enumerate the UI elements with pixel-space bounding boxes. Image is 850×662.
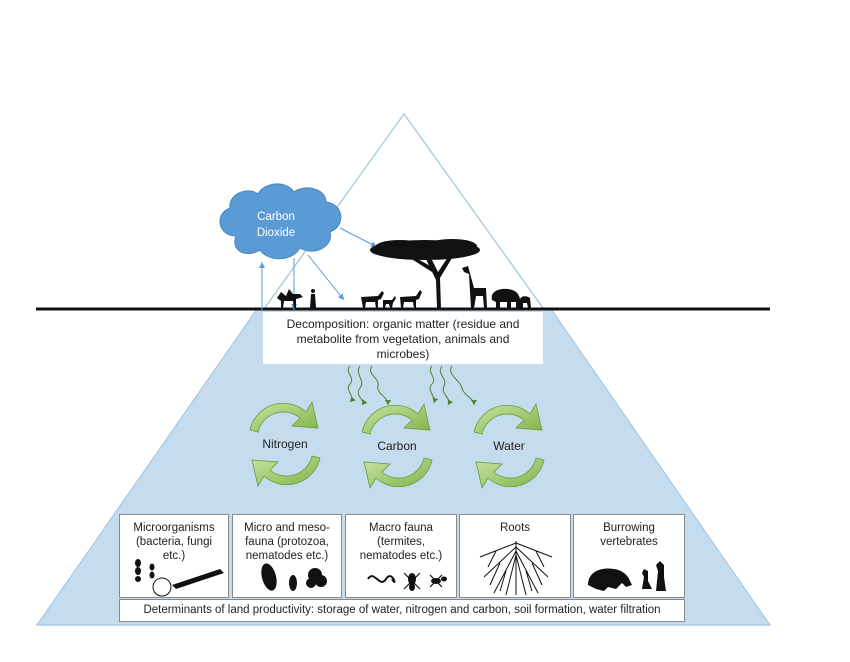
macrofauna-box: Macro fauna (termites, nematodes etc.) [345,514,457,598]
bacteria-fungi-icon [135,559,224,597]
cloud-label-line2: Dioxide [256,227,296,239]
tree-icon [370,239,480,308]
micro-mesofauna-line2: fauna (protozoa, [245,536,329,548]
roots-icon [479,541,553,596]
roots-box: Roots [459,514,571,598]
microorganisms-label: Microorganisms (bacteria, fungi etc.) [124,521,224,563]
cloud-label: Carbon Dioxide [236,209,316,241]
nitrogen-cycle-label: Nitrogen [262,437,308,451]
microorganisms-line2: (bacteria, fungi [135,536,213,548]
macrofauna-line1: Macro fauna [369,522,433,534]
land-productivity-footer: Determinants of land productivity: stora… [119,599,685,622]
water-cycle-arrows [473,402,545,490]
giraffe-icon [462,266,487,308]
termite-ant-icon [367,572,447,591]
microorganisms-line1: Microorganisms [133,522,215,534]
micro-mesofauna-line1: Micro and meso- [244,522,330,534]
water-cycle-label: Water [493,439,525,453]
decomposition-box: Decomposition: organic matter (residue a… [263,312,543,364]
elephant-icon [491,288,531,308]
antelope-icons [361,290,422,308]
micro-mesofauna-box: Micro and meso- fauna (protozoa, nematod… [232,514,342,598]
nitrogen-cycle-arrows [249,400,321,488]
decomposition-line1: Decomposition: organic matter (residue a… [286,317,520,331]
camel-icon [277,289,303,308]
carbon-cycle-label: Carbon [377,439,417,453]
mole-meerkat-icon [588,561,666,591]
cloud-to-animals-arrow [307,254,345,301]
cloud-label-line1: Carbon [257,211,295,223]
macrofauna-line2: (termites, [377,536,425,548]
cloud-icon [219,183,342,260]
microorganisms-line3: etc.) [162,550,186,562]
decomposition-flow-arrows [347,365,477,406]
burrowing-vertebrates-box: Burrowing vertebrates [573,514,685,598]
person-icon [310,289,316,308]
roots-label: Roots [464,521,566,535]
protozoa-icon [261,563,327,591]
macrofauna-line3: nematodes etc.) [359,550,443,562]
carbon-cycle-arrows [361,402,433,490]
burrowing-vertebrates-label: Burrowing vertebrates [578,521,680,549]
micro-mesofauna-line3: nematodes etc.) [245,550,329,562]
cloud-to-tree-arrow [339,227,378,248]
decomposition-line3: microbes) [376,347,430,361]
burrowing-vertebrates-line1: Burrowing [603,522,655,534]
microorganisms-box: Microorganisms (bacteria, fungi etc.) [119,514,229,598]
decomposition-line2: metabolite from vegetation, animals and [296,332,510,346]
micro-mesofauna-label: Micro and meso- fauna (protozoa, nematod… [237,521,337,563]
roots-line1: Roots [499,522,531,534]
macrofauna-label: Macro fauna (termites, nematodes etc.) [350,521,452,563]
burrowing-vertebrates-line2: vertebrates [600,536,658,548]
